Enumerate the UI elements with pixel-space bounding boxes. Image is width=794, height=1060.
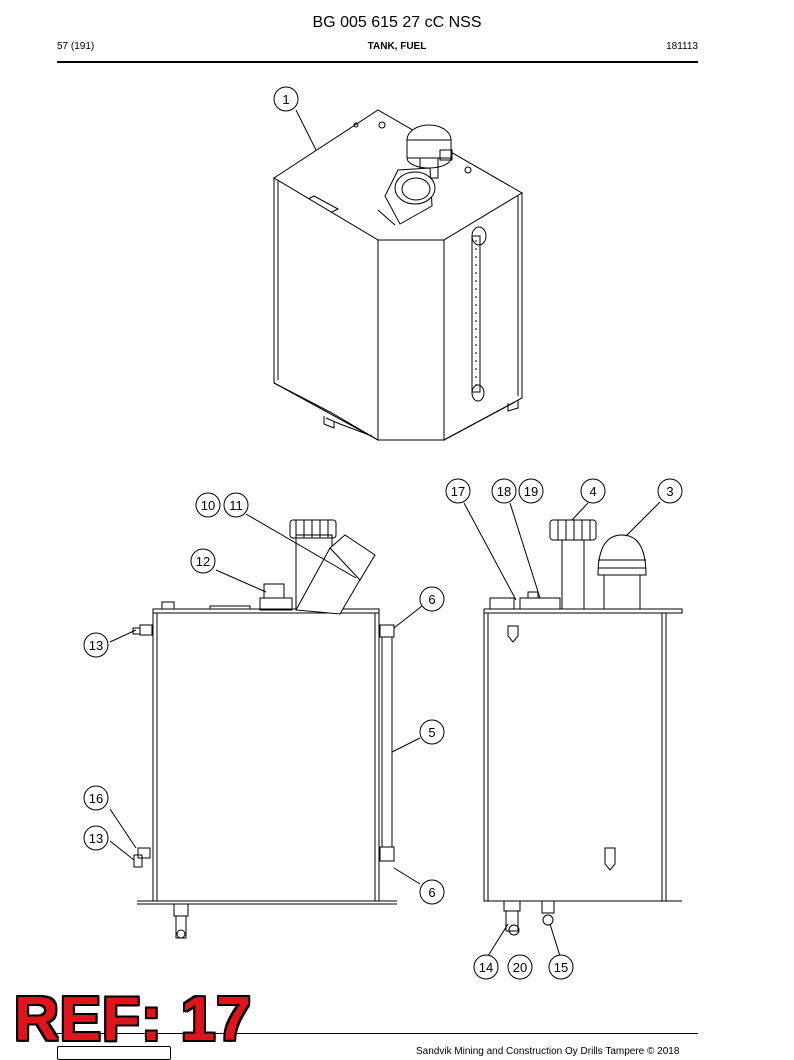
callout-label-15: 15 xyxy=(554,960,568,975)
callout-label-10: 10 xyxy=(201,498,215,513)
sandvik-logo-icon xyxy=(57,1046,171,1060)
leader-lines xyxy=(109,109,661,957)
callout-1 xyxy=(273,86,299,112)
callout-label-19: 19 xyxy=(524,484,538,499)
callout-label-5: 5 xyxy=(428,725,435,740)
header-rule xyxy=(57,61,698,63)
front-tank-view xyxy=(132,519,397,939)
side-tank-view xyxy=(483,519,683,936)
callout-4 xyxy=(580,478,606,504)
callout-label-3: 3 xyxy=(666,484,673,499)
callout-label-16: 16 xyxy=(89,791,103,806)
footer-rule xyxy=(57,1033,698,1034)
reference-stamp: REF: 17 xyxy=(14,985,252,1054)
callout-group xyxy=(83,86,683,980)
page-number: 57 (191) xyxy=(57,41,95,52)
callout-11 xyxy=(223,492,249,518)
callout-label-14: 14 xyxy=(479,960,493,975)
callout-label-17: 17 xyxy=(451,484,465,499)
callout-16 xyxy=(83,785,109,811)
callout-14 xyxy=(473,954,499,980)
callout-label-13b: 13 xyxy=(89,831,103,846)
callout-label-6a: 6 xyxy=(428,592,435,607)
callout-6a xyxy=(419,586,445,612)
callout-label-20: 20 xyxy=(513,960,527,975)
callout-17 xyxy=(445,478,471,504)
callout-20 xyxy=(507,954,533,980)
callout-13a xyxy=(83,632,109,658)
callout-6b xyxy=(419,879,445,905)
callout-label-6b: 6 xyxy=(428,885,435,900)
isometric-tank-view xyxy=(273,109,523,441)
callout-12 xyxy=(190,548,216,574)
callout-label-1: 1 xyxy=(282,92,289,107)
document-title: BG 005 615 27 cC NSS xyxy=(312,14,482,31)
document-date-code: 181113 xyxy=(666,41,698,52)
callout-label-18: 18 xyxy=(497,484,511,499)
callout-10 xyxy=(195,492,221,518)
callout-label-13a: 13 xyxy=(89,638,103,653)
callout-18 xyxy=(491,478,517,504)
section-title: TANK, FUEL xyxy=(367,41,427,52)
callout-3 xyxy=(657,478,683,504)
callout-19 xyxy=(518,478,544,504)
callout-label-4: 4 xyxy=(589,484,596,499)
callout-15 xyxy=(548,954,574,980)
callout-label-12: 12 xyxy=(196,554,210,569)
callout-13b xyxy=(83,825,109,851)
callout-5 xyxy=(419,719,445,745)
callout-label-11: 11 xyxy=(229,498,243,513)
footer-copyright: Sandvik Mining and Construction Oy Drill… xyxy=(416,1046,680,1057)
